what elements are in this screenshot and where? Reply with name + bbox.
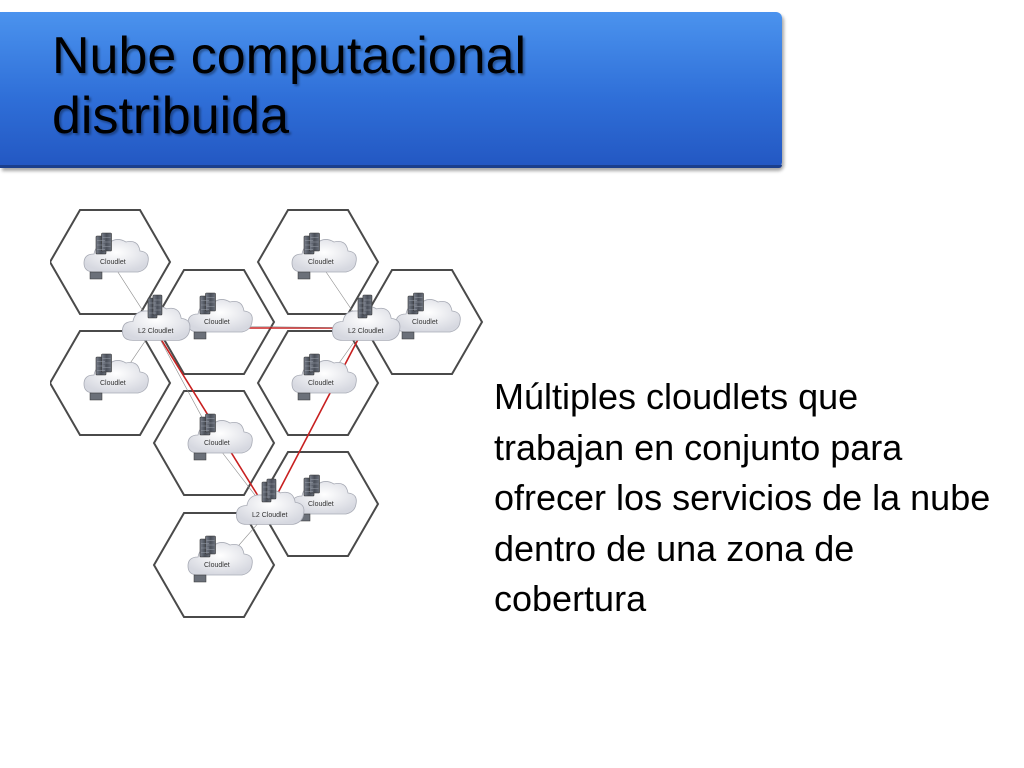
cloudlet-icon: Cloudlet — [291, 474, 357, 522]
terminal-icon — [193, 452, 207, 461]
l2-link-line — [267, 327, 365, 513]
cloudlet-icon: Cloudlet — [187, 292, 253, 340]
cloudlet-label: Cloudlet — [308, 501, 334, 508]
cloudlet-label: Cloudlet — [100, 259, 126, 266]
terminal-icon — [89, 392, 103, 401]
cloudlet-label: Cloudlet — [204, 562, 230, 569]
l2-cloudlet-bottom: L2 Cloudlet — [235, 478, 305, 525]
cloudlet-icon: Cloudlet — [83, 232, 149, 280]
slide-title: Nube computacional distribuida — [52, 27, 527, 145]
cloudlet-label: Cloudlet — [100, 380, 126, 387]
cloudlet-icon: Cloudlet — [187, 413, 253, 461]
cloudlet-icon: Cloudlet — [187, 535, 253, 583]
cloudlet-label: Cloudlet — [308, 380, 334, 387]
cloudlet-icon: Cloudlet — [83, 353, 149, 401]
l2-cloudlet-left: L2 Cloudlet — [121, 294, 191, 341]
terminal-icon — [297, 392, 311, 401]
l2-cloudlet-label: L2 Cloudlet — [252, 512, 287, 519]
cloudlet-icon: Cloudlet — [291, 353, 357, 401]
cloudlet-icon: Cloudlet — [291, 232, 357, 280]
terminal-icon — [193, 574, 207, 583]
slide-body-text: Múltiples cloudlets que trabajan en conj… — [494, 376, 991, 619]
cloudlet-hex-diagram: CloudletCloudletCloudletCloudletCloudlet… — [50, 209, 484, 618]
l2-cloudlet-label: L2 Cloudlet — [138, 328, 173, 335]
cloudlet-label: Cloudlet — [412, 319, 438, 326]
cloudlet-label: Cloudlet — [204, 319, 230, 326]
terminal-icon — [401, 331, 415, 340]
cloudlet-icon: Cloudlet — [395, 292, 461, 340]
terminal-icon — [89, 271, 103, 280]
cloudlet-label: Cloudlet — [204, 440, 230, 447]
title-bar: Nube computacional distribuida — [0, 12, 782, 168]
terminal-icon — [193, 331, 207, 340]
l2-cloudlet-right: L2 Cloudlet — [331, 294, 401, 341]
terminal-icon — [297, 271, 311, 280]
l2-cloudlet-label: L2 Cloudlet — [348, 328, 383, 335]
cloudlet-label: Cloudlet — [308, 259, 334, 266]
